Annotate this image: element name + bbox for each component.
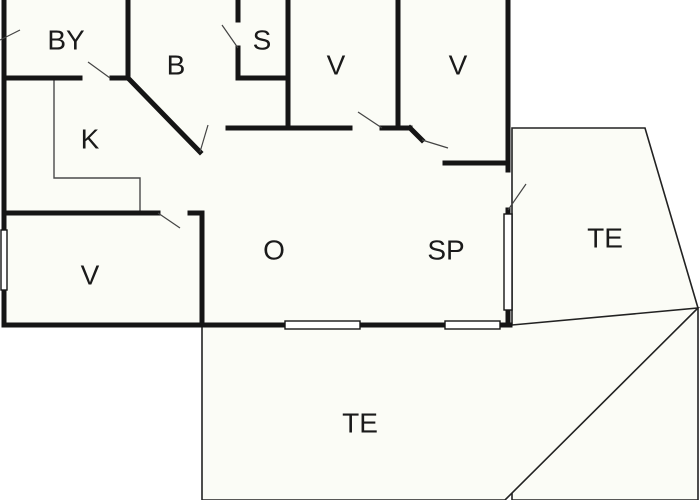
room-label-sp: SP xyxy=(427,234,464,265)
room-label-by: BY xyxy=(47,24,85,55)
room-label-s: S xyxy=(253,24,272,55)
door-v2 xyxy=(421,139,449,149)
room-label-v1: V xyxy=(327,49,346,80)
room-label-te-bottom: TE xyxy=(342,407,378,438)
door-by-bottom xyxy=(87,61,111,79)
room-label-v3: V xyxy=(81,259,100,290)
kitchen-counter-line xyxy=(53,80,141,212)
window-right xyxy=(503,213,513,311)
windows xyxy=(0,213,513,330)
window-bottom-2 xyxy=(444,320,501,330)
room-label-b: B xyxy=(167,49,186,80)
window-left xyxy=(0,229,8,291)
door-v1 xyxy=(357,111,383,129)
room-label-o: O xyxy=(263,234,285,265)
door-s xyxy=(221,24,239,49)
room-label-k: K xyxy=(81,123,100,154)
room-label-te-right: TE xyxy=(587,222,623,253)
door-by xyxy=(0,29,21,41)
door-v3 xyxy=(157,212,181,229)
door-b xyxy=(199,124,209,153)
door-terrace xyxy=(507,183,527,211)
room-label-v2: V xyxy=(449,49,468,80)
doors xyxy=(0,24,527,229)
window-bottom-1 xyxy=(284,320,361,330)
